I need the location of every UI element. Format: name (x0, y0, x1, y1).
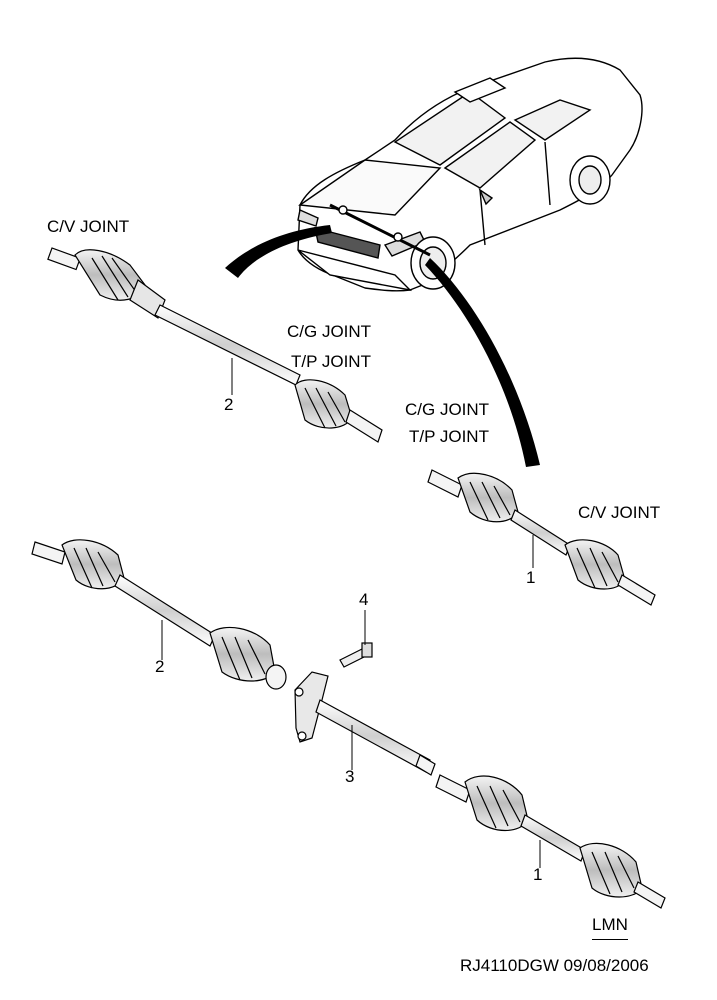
shaft-assembly-upper-left (47, 247, 383, 443)
shaft-assembly-lower-left (31, 539, 287, 690)
callout-leaders (161, 358, 541, 868)
car-headlight-left (297, 209, 319, 227)
car-driveshaft (329, 203, 431, 257)
callout-part-1-upper: 1 (526, 568, 536, 587)
label-cv-joint-right: C/V JOINT (578, 503, 661, 522)
label-tp-joint-lower: T/P JOINT (409, 427, 489, 446)
callout-part-1-lower: 1 (533, 865, 543, 884)
label-cv-joint-left: C/V JOINT (47, 217, 130, 236)
pointer-arc-left (225, 225, 332, 278)
car-windshield (393, 91, 507, 166)
car-door-line (479, 141, 551, 246)
shaft-assembly-upper-right (427, 469, 656, 606)
intermediate-shaft-bracket (294, 642, 436, 776)
drawing-id: RJ4110DGW 09/08/2006 (460, 956, 649, 975)
pointer-arc-right (425, 258, 540, 467)
car-mirror (478, 188, 494, 206)
callout-part-2-upper: 2 (224, 395, 234, 414)
car-side-window-rear (513, 99, 592, 141)
callout-part-2-lower: 2 (155, 657, 165, 676)
shaft-assembly-lower-right (435, 774, 666, 909)
callout-part-4: 4 (359, 590, 369, 609)
label-tp-joint-upper: T/P JOINT (291, 352, 371, 371)
car-side-window-front (443, 121, 537, 189)
label-cg-joint-lower: C/G JOINT (405, 400, 490, 419)
car-sunroof (453, 77, 507, 103)
car-bumper (297, 249, 413, 292)
variant-code: LMN (592, 915, 628, 940)
car-illustration (297, 57, 643, 292)
car-grille (314, 227, 381, 259)
label-cg-joint-upper: C/G JOINT (287, 322, 372, 341)
car-hood (298, 159, 442, 216)
callout-part-3: 3 (345, 767, 355, 786)
